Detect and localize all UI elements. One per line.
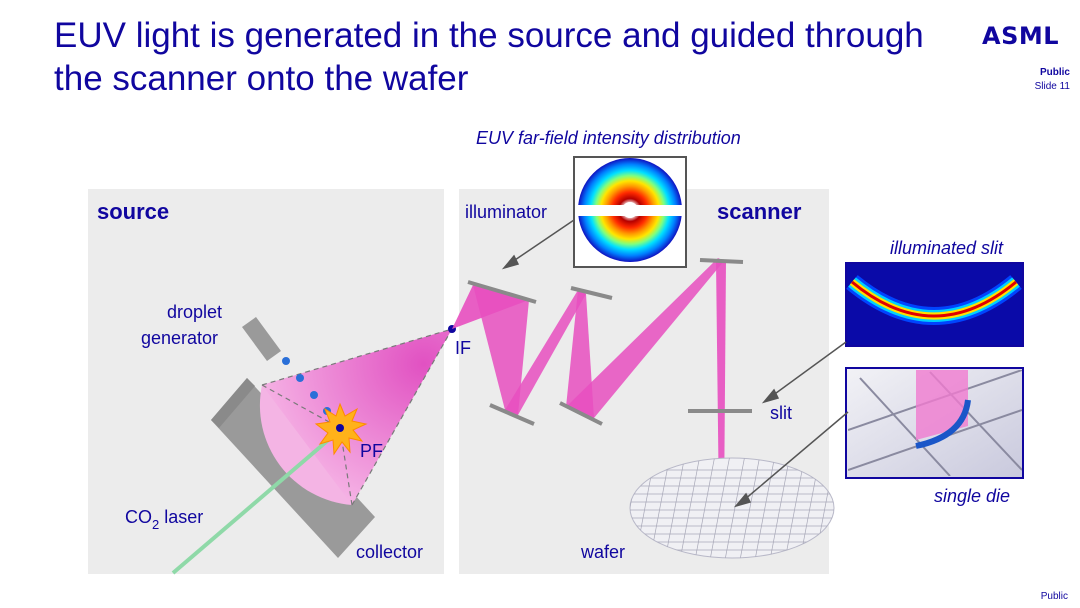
illuminated-slit-inset xyxy=(845,262,1024,347)
droplet-generator xyxy=(242,317,281,361)
slide-number: Slide 11 xyxy=(1034,81,1070,92)
footer-classification: Public xyxy=(1040,591,1068,602)
slit-label: slit xyxy=(770,403,792,423)
single-die-caption: single die xyxy=(934,486,1010,506)
droplet-label-line2: generator xyxy=(141,328,218,348)
scanner-label: scanner xyxy=(717,199,802,224)
illuminator-beams xyxy=(452,258,726,512)
asml-logo: ASML xyxy=(982,22,1060,50)
co2-laser-label: CO2 laser xyxy=(125,507,203,532)
wafer xyxy=(629,457,835,559)
illuminated-slit-caption: illuminated slit xyxy=(890,238,1004,258)
co2-laser-beam xyxy=(171,428,342,575)
illuminator-label: illuminator xyxy=(465,202,547,222)
if-label: IF xyxy=(455,338,471,358)
single-die-inset xyxy=(845,367,1024,479)
classification-label: Public xyxy=(1039,67,1070,78)
slide-title: EUV light is generated in the source and… xyxy=(54,16,924,98)
euv-cone xyxy=(262,329,452,505)
droplet-label-line1: droplet xyxy=(167,302,222,322)
pf-label: PF xyxy=(360,441,383,461)
scanner-mirrors xyxy=(467,258,752,426)
source-label: source xyxy=(97,199,169,224)
collector-label: collector xyxy=(356,542,423,562)
far-field-inset xyxy=(573,156,687,268)
wafer-label: wafer xyxy=(580,542,625,562)
plasma-focus-point xyxy=(336,424,344,432)
pointer-arrows xyxy=(501,219,849,508)
far-field-caption: EUV far-field intensity distribution xyxy=(476,128,741,148)
